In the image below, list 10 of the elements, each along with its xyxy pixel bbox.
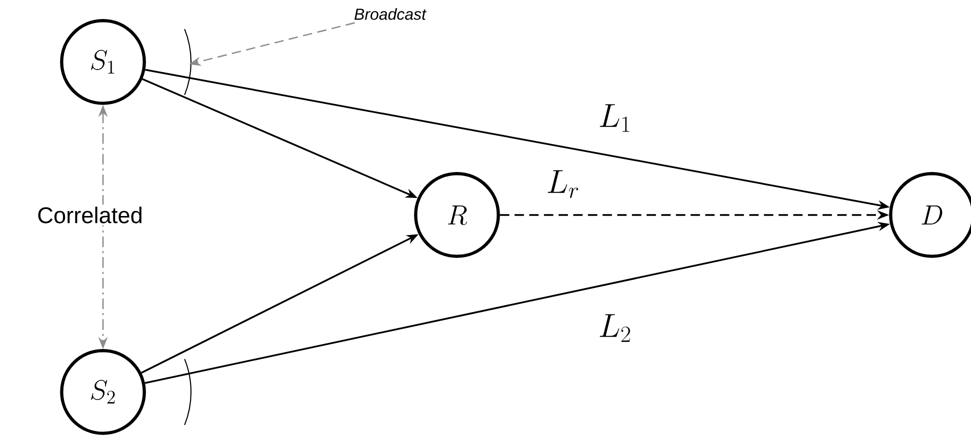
broadcast-arc (184, 28, 192, 96)
broadcast-arc (184, 358, 192, 426)
circle-node: $S_2$ (60, 349, 146, 435)
edge-label: Correlated (35, 204, 145, 226)
edge-label: $L_1$ (596, 102, 634, 134)
edge-label: $L_r$ (544, 168, 582, 200)
annotation-text: Broadcast (354, 8, 427, 20)
edge-label: $L_2$ (596, 312, 634, 344)
circle-node: $S_1$ (60, 19, 146, 105)
circle-node: $R$ (414, 172, 500, 258)
